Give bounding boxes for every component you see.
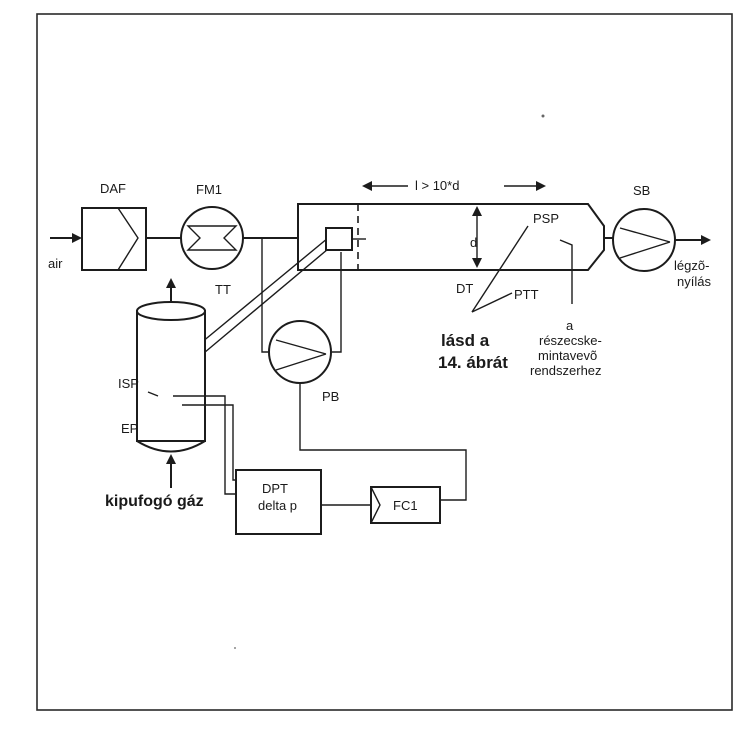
length-arrow [362,181,546,191]
fm1-flow-meter [180,206,244,270]
sb-label: SB [633,183,650,198]
exhaust-pipe [136,301,206,453]
isp-label: ISP [118,376,139,391]
see-figure-line2: 14. ábrát [438,353,508,372]
particle-line2: részecske- [539,333,602,348]
sb-blower [612,208,676,272]
sample-probe-box [325,227,353,251]
dpt-label-line2: delta p [258,498,297,513]
air-inlet-arrow [50,233,82,243]
outlet-line1: légzõ- [674,258,709,273]
dilution-tunnel [297,203,605,271]
outlet-arrow [675,235,711,245]
daf-filter [81,207,147,271]
pb-to-fc1-line [299,383,467,501]
scan-speck [234,647,236,649]
dpt-pressure-lines [173,395,236,495]
pb-label: PB [322,389,339,404]
tt-label: TT [215,282,231,297]
psp-probe [559,239,573,304]
diameter-label: d [470,235,477,250]
air-label: air [48,256,63,271]
ptt-label: PTT [514,287,539,302]
ptt-callout [471,225,529,313]
pb-blower [268,320,332,384]
fm1-label: FM1 [196,182,222,197]
dt-label: DT [456,281,473,296]
fc1-controller [370,486,441,524]
psp-label: PSP [533,211,559,226]
fc1-label: FC1 [393,498,418,513]
particle-line3: mintavevõ [538,348,597,363]
outlet-line2: nyílás [677,274,711,289]
particle-line4: rendszerhez [530,363,602,378]
pb-branch-lines [261,238,342,353]
exhaust-gas-arrow [166,454,176,488]
exhaust-gas-label: kipufogó gáz [105,493,204,510]
dpt-box [235,469,322,535]
see-figure-line1: lásd a [441,331,490,350]
length-label: l > 10*d [415,178,459,193]
figure-frame [36,13,733,711]
isp-leader [147,391,159,397]
daf-label: DAF [100,181,126,196]
diameter-arrow [472,206,482,268]
ep-top-arrow [166,278,176,302]
dpt-label-line1: DPT [262,481,288,496]
scan-speck [541,114,545,118]
ep-label: EP [121,421,138,436]
particle-line1: a [566,318,574,333]
